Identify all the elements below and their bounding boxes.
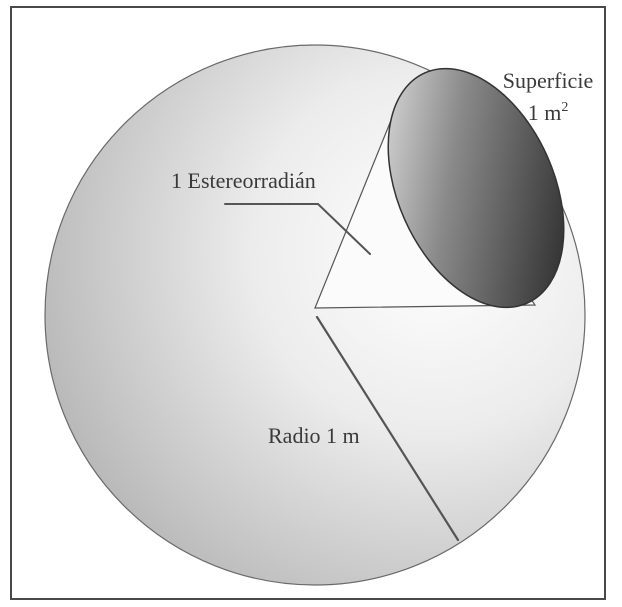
steradian-label: 1 Estereorradián [171,168,316,193]
radius-line [315,315,460,542]
surface-label-line1: Superficie [503,68,593,93]
surface-label-line2: 1 m2 [528,100,569,125]
surface-label-superscript: 2 [561,100,568,115]
surface-patch [387,67,565,309]
surface-label-value: 1 m [528,100,562,125]
steradian-leader-line [224,203,371,255]
radius-label: Radio 1 m [268,423,360,448]
